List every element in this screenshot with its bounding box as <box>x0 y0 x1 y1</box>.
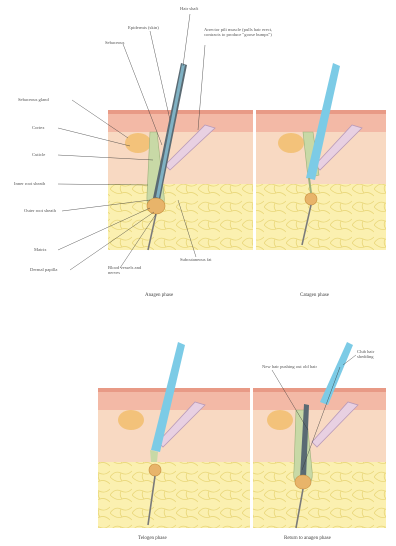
label-new-hair: New hair pushing out old hair <box>262 364 317 369</box>
panel-telogen <box>98 342 250 528</box>
anagen-hair-bulb <box>147 198 165 214</box>
label-arrector-pili: Arrector pili muscle (pulls hair erect, … <box>204 27 279 37</box>
caption-catagen: Catagen phase <box>300 293 329 298</box>
return-hair-bulb <box>295 475 311 489</box>
panel-return-anagen <box>253 342 386 528</box>
label-outer-root-sheath: Outer root sheath <box>24 208 56 213</box>
label-blood-vessels: Blood vessels and nerves <box>108 265 148 275</box>
return-sebaceous-gland <box>267 410 293 430</box>
telogen-sebaceous-gland <box>118 410 144 430</box>
label-matrix: Matrix <box>34 247 47 252</box>
anagen-hypodermis <box>108 184 253 250</box>
label-dermal-papilla: Dermal papilla <box>30 267 57 272</box>
label-sebaceous-gland: Sebaceous gland <box>18 97 49 102</box>
label-inner-root-sheath: Inner root sheath <box>14 181 45 186</box>
caption-anagen: Anagen phase <box>145 293 173 298</box>
label-sebaceous-duct: Sebaceous <box>105 40 124 45</box>
panel-anagen <box>108 63 253 250</box>
panel-catagen <box>256 63 386 250</box>
label-cortex: Cortex <box>32 125 45 130</box>
caption-return-anagen: Return to anagen phase <box>284 536 331 541</box>
telogen-germ <box>149 464 161 476</box>
label-epidermis: Epidermis (skin) <box>128 25 159 30</box>
catagen-club <box>305 193 317 205</box>
label-cuticle: Cuticle <box>32 152 45 157</box>
label-subcutaneous-fat: Subcutaneous fat <box>180 257 212 262</box>
anagen-sebaceous-gland <box>125 133 151 153</box>
caption-telogen: Telogen phase <box>138 536 167 541</box>
catagen-sebaceous-gland <box>278 133 304 153</box>
label-club-hair: Club hair shedding <box>357 349 391 359</box>
label-hair-shaft: Hair shaft <box>180 6 198 11</box>
